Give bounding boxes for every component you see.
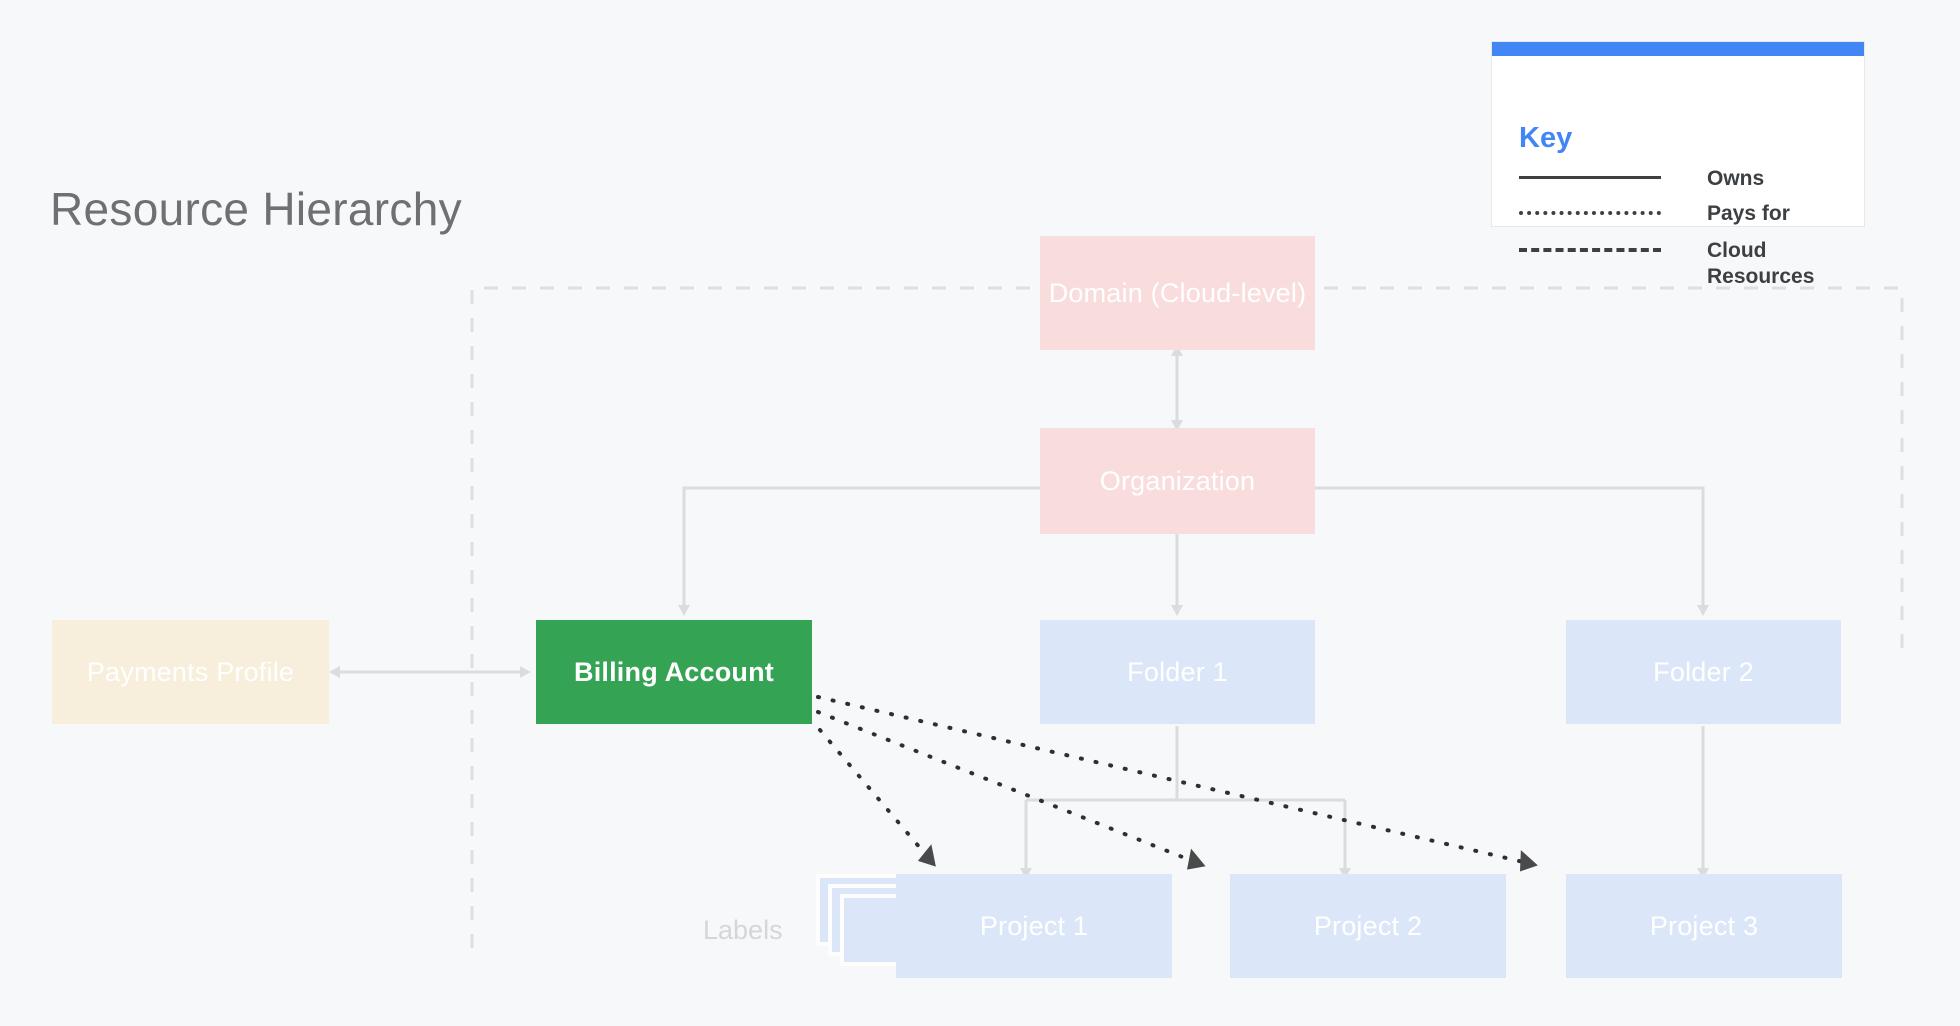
- legend-title: Key: [1519, 122, 1573, 154]
- node-organization-label: Organization: [1099, 465, 1256, 496]
- legend-body: Key Owns Pays for Cloud Resources: [1492, 56, 1864, 288]
- node-domain[interactable]: Domain (Cloud-level): [1040, 236, 1315, 350]
- node-project-2[interactable]: Project 2: [1230, 874, 1506, 978]
- legend-solid-line-icon: [1519, 176, 1661, 179]
- node-project-1-label: Project 1: [979, 910, 1089, 941]
- node-project-2-label: Project 2: [1313, 910, 1423, 941]
- node-folder-1[interactable]: Folder 1: [1040, 620, 1315, 724]
- node-project-1[interactable]: Project 1: [896, 874, 1172, 978]
- labels-caption: Labels: [703, 915, 783, 945]
- legend-panel: Key Owns Pays for Cloud Resources: [1491, 41, 1865, 288]
- edge-organization-folder2: [1315, 486, 1709, 616]
- node-billing-account-label: Billing Account: [574, 656, 774, 687]
- legend-header-bar: [1492, 42, 1864, 56]
- legend-dashed-line-icon: [1519, 248, 1661, 252]
- node-organization[interactable]: Organization: [1040, 428, 1315, 534]
- legend-dotted-line-icon: [1519, 211, 1661, 215]
- node-folder-2-label: Folder 2: [1653, 656, 1754, 687]
- node-project-3[interactable]: Project 3: [1566, 874, 1842, 978]
- edge-folder1-projects: [1020, 726, 1351, 879]
- cloud-resources-boundary: [470, 286, 1904, 948]
- node-project-3-label: Project 3: [1649, 910, 1759, 941]
- legend-item-owns: Owns: [1519, 166, 1764, 192]
- page-title: Resource Hierarchy: [50, 183, 462, 235]
- legend-item-pays-for-label: Pays for: [1707, 202, 1790, 225]
- edge-organization-billing: [678, 486, 1040, 616]
- node-billing-account[interactable]: Billing Account: [536, 620, 812, 724]
- node-payments-profile-label: Payments Profile: [86, 656, 295, 687]
- legend-item-cloud-resources-label: Cloud Resources: [1707, 239, 1815, 288]
- node-payments-profile[interactable]: Payments Profile: [52, 620, 329, 724]
- legend-item-pays-for: Pays for: [1519, 201, 1790, 227]
- legend-item-owns-label: Owns: [1707, 167, 1765, 190]
- node-folder-2[interactable]: Folder 2: [1566, 620, 1841, 724]
- node-folder-1-label: Folder 1: [1127, 656, 1228, 687]
- edge-billing-project1-paysfor: [818, 728, 936, 867]
- legend-item-cloud-resources: Cloud Resources: [1519, 238, 1842, 290]
- edge-billing-project2-paysfor: [816, 710, 1206, 870]
- node-domain-label: Domain (Cloud-level): [1048, 277, 1307, 308]
